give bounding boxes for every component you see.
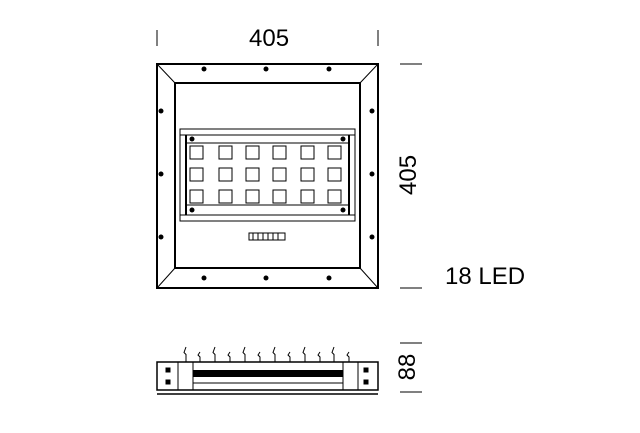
led-grid (189, 145, 342, 204)
depth-dimension-label: 88 (394, 353, 421, 381)
cable (242, 346, 246, 362)
cable (302, 346, 306, 362)
logo (248, 232, 286, 241)
led (272, 145, 287, 160)
screw-icon (201, 275, 207, 281)
cable (227, 351, 231, 362)
cable (287, 351, 291, 362)
led (189, 189, 204, 204)
screw-icon (263, 275, 269, 281)
dimension-lines (156, 30, 422, 393)
screw-icon (340, 136, 346, 142)
screw-icon (263, 66, 269, 72)
screw-icon (369, 171, 375, 177)
cable (317, 351, 321, 362)
led (245, 189, 260, 204)
cable (331, 346, 335, 362)
cable (272, 346, 276, 362)
led (272, 189, 287, 204)
led (189, 167, 204, 182)
screw-icon (158, 171, 164, 177)
screws (158, 66, 375, 281)
side-view (156, 346, 379, 395)
led (218, 145, 233, 160)
screw-icon (326, 66, 332, 72)
led (189, 145, 204, 160)
led (245, 167, 260, 182)
led (300, 167, 315, 182)
led (218, 189, 233, 204)
screw-icon (340, 207, 346, 213)
led (327, 189, 342, 204)
front-view (156, 63, 379, 289)
cable (212, 346, 216, 362)
led (300, 145, 315, 160)
screw-icon (201, 66, 207, 72)
led (327, 167, 342, 182)
screw-icon (326, 275, 332, 281)
led (218, 167, 233, 182)
cable (257, 351, 261, 362)
screw-icon (158, 108, 164, 114)
cable (183, 346, 187, 362)
width-dimension-label: 405 (249, 25, 290, 52)
screw-icon (369, 234, 375, 240)
height-dimension-label: 405 (395, 154, 422, 195)
screw-icon (369, 108, 375, 114)
cable (197, 351, 201, 362)
led (272, 167, 287, 182)
cable (346, 351, 350, 362)
led (245, 145, 260, 160)
screw-icon (189, 207, 195, 213)
screw-icon (158, 234, 164, 240)
led (300, 189, 315, 204)
screw-icon (189, 136, 195, 142)
led-count-label: 18 LED (445, 263, 526, 290)
led (327, 145, 342, 160)
